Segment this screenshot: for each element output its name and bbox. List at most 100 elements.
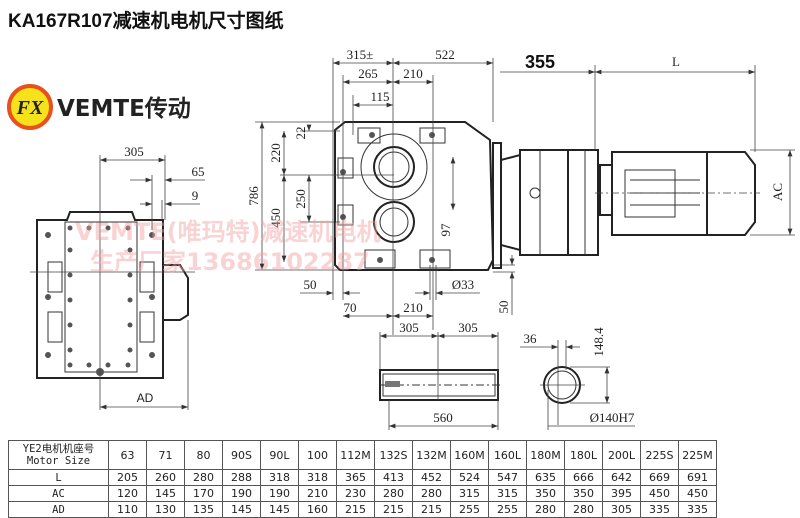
size-cell: 225S [640,440,679,470]
value-cell: 135 [184,501,223,518]
row-label: L [8,469,109,486]
value-cell: 450 [640,485,679,502]
dim-v-220: 220 [268,143,283,163]
value-cell: 305 [602,501,641,518]
value-cell: 524 [450,469,489,486]
dim-36: 36 [524,331,538,346]
value-cell: 120 [108,485,147,502]
size-cell: 100 [298,440,337,470]
value-cell: 255 [450,501,489,518]
size-cell: 132S [374,440,413,470]
dim-v-22: 22 [293,127,308,140]
value-cell: 395 [602,485,641,502]
value-cell: 318 [298,469,337,486]
value-cell: 145 [260,501,299,518]
value-cell: 335 [640,501,679,518]
svg-text:FX: FX [16,97,44,119]
value-cell: 260 [146,469,185,486]
value-cell: 215 [412,501,451,518]
dim-b-210: 210 [403,300,423,315]
dim-shaft-560: 560 [433,410,453,425]
watermark-line1: VEMTE(唯玛特)减速机电机 [75,218,381,246]
value-cell: 547 [488,469,527,486]
logo-brand-text: VEMTE传动 [57,96,191,122]
value-cell: 318 [260,469,299,486]
side-view: 305 65 9 AD [30,144,205,410]
dimension-drawing: FX VEMTE传动 305 65 9 AD [7,47,795,430]
value-cell: 230 [336,485,375,502]
dim-355: 355 [525,52,555,72]
dim-side-65: 65 [192,164,205,179]
value-cell: 210 [298,485,337,502]
value-cell: 130 [146,501,185,518]
dim-v-250: 250 [293,189,308,209]
header-line1: YE2电机机座号 [22,443,95,455]
value-cell: 205 [108,469,147,486]
size-cell: 160L [488,440,527,470]
size-cell: 112M [336,440,375,470]
value-cell: 288 [222,469,261,486]
value-cell: 635 [526,469,565,486]
value-cell: 691 [678,469,717,486]
value-cell: 669 [640,469,679,486]
dim-side-9: 9 [192,188,199,203]
size-cell: 80 [184,440,223,470]
value-cell: 160 [298,501,337,518]
value-cell: 255 [488,501,527,518]
value-cell: 280 [564,501,603,518]
header-line2: Motor Size [26,455,91,467]
value-cell: 215 [374,501,413,518]
size-cell: 200L [602,440,641,470]
value-cell: 450 [678,485,717,502]
dim-b-70: 70 [344,300,357,315]
dim-L: L [672,54,680,69]
size-cell: 225M [678,440,717,470]
dim-shaft-305b: 305 [458,320,478,335]
watermark-line2: 生产厂家13686102287 [90,248,370,276]
value-cell: 413 [374,469,413,486]
dim-top-210: 210 [403,66,423,81]
dim-top-115: 115 [370,89,389,104]
value-cell: 190 [260,485,299,502]
dim-v-786: 786 [246,186,261,206]
value-cell: 315 [488,485,527,502]
value-cell: 215 [336,501,375,518]
value-cell: 365 [336,469,375,486]
value-cell: 666 [564,469,603,486]
size-cell: 71 [146,440,185,470]
value-cell: 110 [108,501,147,518]
page-title: KA167R107减速机电机尺寸图纸 [8,11,284,32]
size-cell: 160M [450,440,489,470]
size-cell: 180M [526,440,565,470]
dim-148: 148.4 [591,327,606,357]
dim-b-50v: 50 [496,301,511,314]
dim-side-ad: AD [137,391,154,405]
value-cell: 145 [146,485,185,502]
front-view: 315± 522 265 210 115 786 220 450 22 250 … [246,47,515,335]
value-cell: 145 [222,501,261,518]
value-cell: 335 [678,501,717,518]
dim-v-97: 97 [438,223,453,237]
dim-side-305: 305 [124,144,144,159]
dim-v-450: 450 [268,208,283,228]
dim-d140: Ø140H7 [590,410,635,425]
value-cell: 642 [602,469,641,486]
size-cell: 180L [564,440,603,470]
row-label: AD [8,501,109,518]
value-cell: 280 [412,485,451,502]
value-cell: 452 [412,469,451,486]
dim-top-315: 315± [347,47,374,62]
dim-top-522: 522 [435,47,455,62]
size-cell: 63 [108,440,147,470]
dim-AC: AC [770,183,785,201]
value-cell: 350 [526,485,565,502]
value-cell: 280 [374,485,413,502]
row-label: AC [8,485,109,502]
dim-shaft-305a: 305 [399,320,419,335]
motor-view: 355 L AC [492,52,795,269]
value-cell: 315 [450,485,489,502]
size-cell: 90S [222,440,261,470]
